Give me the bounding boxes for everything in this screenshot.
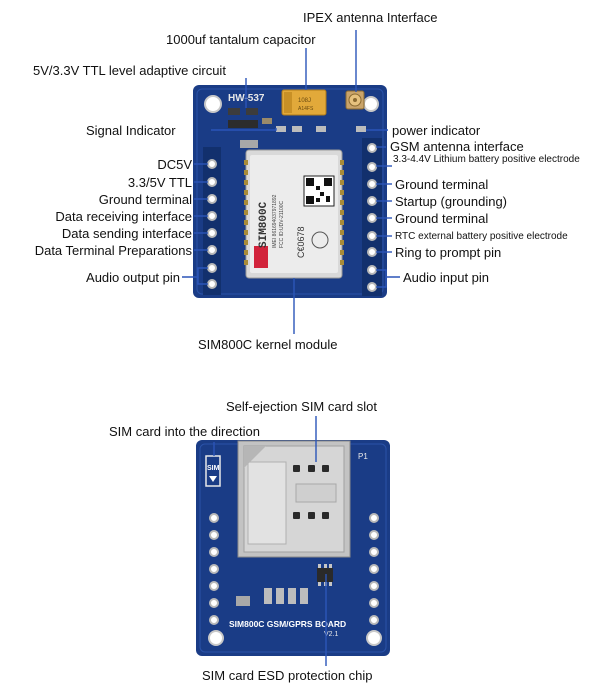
arrow-down-icon — [209, 476, 217, 482]
simcom-logo — [254, 246, 268, 268]
label-power-indicator: power indicator — [392, 123, 481, 138]
label-audio-in: Audio input pin — [403, 270, 490, 285]
silk-version: V2.1 — [324, 631, 339, 638]
sim-card-slot — [237, 440, 351, 558]
mounting-hole-tl — [204, 95, 222, 113]
label-gsm-antenna: GSM antenna interface — [390, 139, 524, 154]
capacitor-lot: A14FS — [298, 106, 314, 112]
sim-direction-mark: SIM — [205, 455, 221, 487]
label-tx: Data sending interface — [61, 226, 192, 241]
label-kernel: SIM800C kernel module — [198, 337, 338, 352]
label-ttl-circuit: 5V/3.3V TTL level adaptive circuit — [33, 63, 226, 78]
ipex-connector — [345, 90, 365, 110]
smd-part — [316, 126, 326, 132]
chip-fcc-text: FCC ID:UDV-21100C — [279, 200, 285, 248]
ttl-circuit — [228, 108, 272, 128]
left-header — [203, 147, 221, 295]
label-rtc: RTC external battery positive electrode — [395, 231, 568, 242]
label-rx: Data receiving interface — [55, 209, 192, 224]
label-ttl: 3.3/5V TTL — [127, 175, 192, 190]
sim800c-module: SIM800C IMEI 861694037971892 FCC ID:UDV-… — [244, 149, 344, 279]
leader-lines — [182, 30, 400, 666]
label-signal-indicator: Signal Indicator — [86, 123, 176, 138]
bottom-left-pads — [209, 513, 219, 625]
right-header — [362, 138, 382, 296]
mounting-hole-tr — [363, 96, 379, 112]
label-esd: SIM card ESD protection chip — [202, 668, 373, 683]
label-ground-left: Ground terminal — [98, 192, 192, 207]
silk-sim: SIM — [207, 465, 220, 472]
chip-ce-text: C€0678 — [296, 226, 306, 258]
smd-inductor — [240, 140, 258, 148]
bottom-right-pads — [369, 513, 379, 625]
chip-model-text: SIM800C — [258, 201, 270, 248]
top-board: HW-537 108J A14FS — [193, 85, 387, 298]
label-slot: Self-ejection SIM card slot — [226, 399, 378, 414]
label-ring: Ring to prompt pin — [395, 245, 502, 260]
signal-led — [276, 126, 286, 132]
label-dtr: Data Terminal Preparations — [34, 243, 192, 258]
label-ground-right-2: Ground terminal — [395, 211, 489, 226]
capacitor-code: 108J — [298, 98, 311, 104]
tantalum-capacitor: 108J A14FS — [281, 89, 327, 116]
power-led — [356, 126, 366, 132]
label-audio-out: Audio output pin — [86, 270, 180, 285]
bottom-board: SIM P1 — [196, 440, 390, 656]
label-ground-right-1: Ground terminal — [395, 177, 489, 192]
label-capacitor: 1000uf tantalum capacitor — [166, 32, 316, 47]
label-dc5v: DC5V — [157, 157, 192, 172]
bottom-smd-parts — [236, 588, 308, 606]
esd-chip — [317, 564, 333, 586]
smd-resistor — [292, 126, 302, 132]
silk-p1: P1 — [358, 452, 368, 461]
label-direction: SIM card into the direction — [109, 424, 261, 439]
chip-imei-text: IMEI 861694037971892 — [272, 194, 278, 248]
silk-board-name: SIM800C GSM/GPRS BOARD — [229, 619, 346, 629]
bottom-hole-br — [366, 630, 382, 646]
label-lithium: 3.3-4.4V Lithium battery positive electr… — [393, 154, 580, 165]
label-startup: Startup (grounding) — [395, 194, 508, 209]
chip-mark-icon — [311, 231, 329, 249]
qr-code — [303, 175, 335, 207]
bottom-hole-bl — [208, 630, 224, 646]
label-ipex: IPEX antenna Interface — [303, 10, 438, 25]
top-board-edge — [196, 88, 384, 295]
